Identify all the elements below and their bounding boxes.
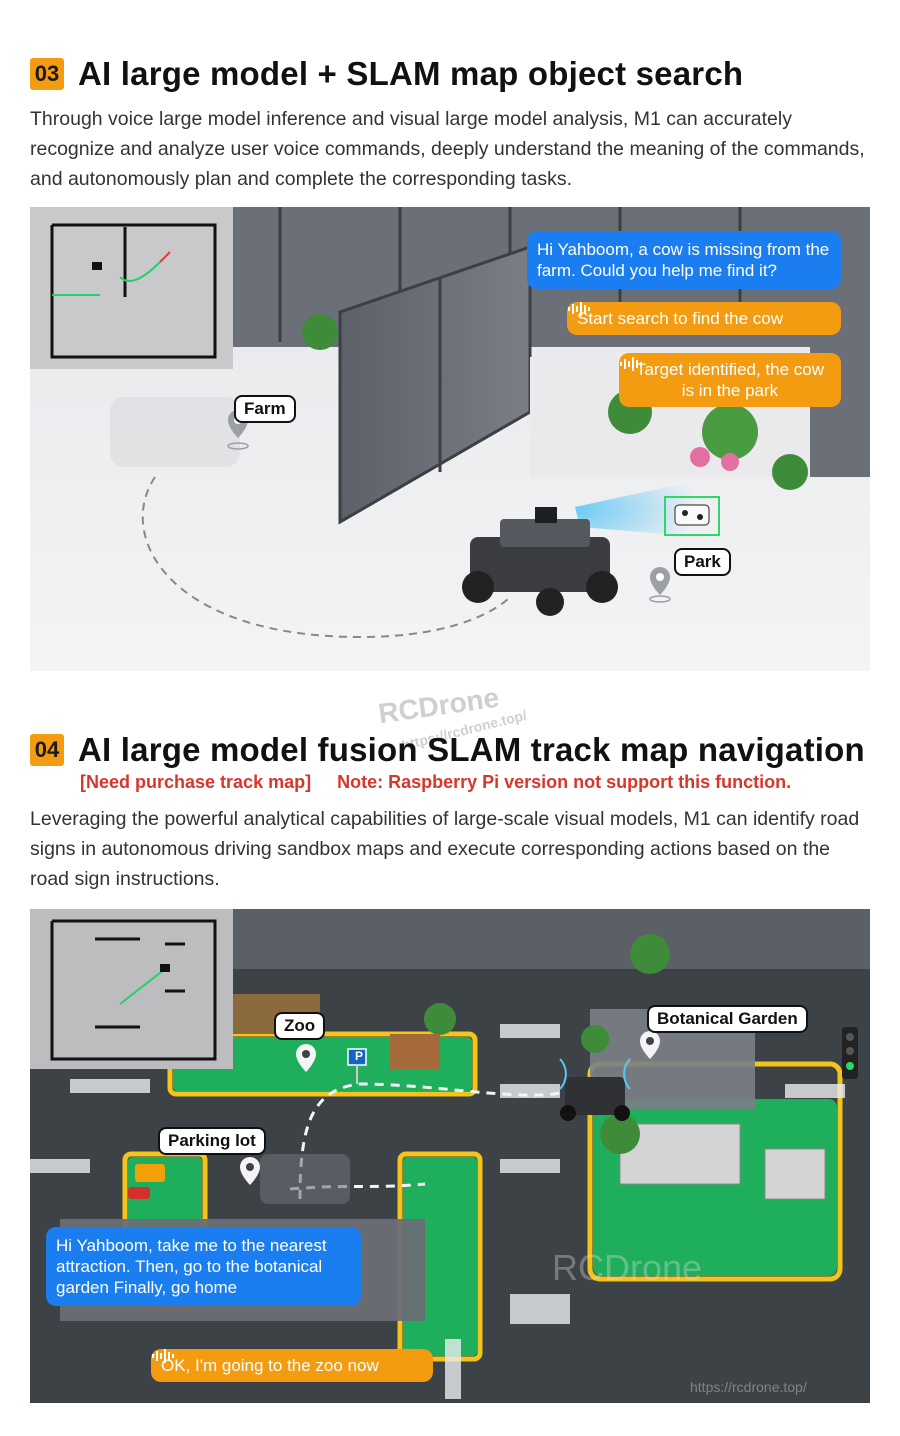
slam-map-inset xyxy=(30,207,233,369)
location-label-zoo: Zoo xyxy=(274,1012,326,1040)
track-map-illustration xyxy=(30,909,870,1403)
robot-reply-bubble: Start search to find the cow xyxy=(567,302,841,335)
note-purchase: [Need purchase track map] xyxy=(80,772,312,792)
location-label-parking-lot: Parking lot xyxy=(158,1127,266,1155)
section-title: AI large model + SLAM map object search xyxy=(78,55,744,92)
parking-sign-letter: P xyxy=(354,1049,363,1063)
robot-reply-text: OK, I'm going to the zoo now xyxy=(161,1356,379,1375)
robot-car xyxy=(462,507,618,616)
location-label-farm: Farm xyxy=(234,395,296,423)
watermark-brand: RCDrone xyxy=(552,1247,703,1288)
robot-reply-bubble: OK, I'm going to the zoo now xyxy=(151,1349,433,1382)
note-raspberry: Note: Raspberry Pi version not support t… xyxy=(337,772,792,792)
robot-car xyxy=(559,1058,631,1121)
location-pin-icon xyxy=(640,1031,660,1059)
sound-wave-icon xyxy=(620,357,642,371)
location-label-park: Park xyxy=(674,548,731,576)
section-description: Through voice large model inference and … xyxy=(30,108,865,190)
object-search-scene: Hi Yahboom, a cow is missing from the fa… xyxy=(30,207,870,671)
section-number-badge: 04 xyxy=(30,734,64,766)
section-3-header: 03 AI large model + SLAM map object sear… xyxy=(30,55,743,93)
user-voice-message: Hi Yahboom, a cow is missing from the fa… xyxy=(527,231,841,289)
sound-wave-icon xyxy=(152,1349,174,1363)
robot-reply-bubble: Target identified, the cow is in the par… xyxy=(619,353,841,407)
location-label-botanical-garden: Botanical Garden xyxy=(647,1005,808,1033)
watermark-url: https://rcdrone.top/ xyxy=(690,1379,807,1395)
user-voice-message: Hi Yahboom, take me to the nearest attra… xyxy=(46,1227,361,1306)
robot-reply-text: Start search to find the cow xyxy=(577,309,783,328)
section-description: Leveraging the powerful analytical capab… xyxy=(30,808,860,890)
purchase-note: [Need purchase track map] Note: Raspberry… xyxy=(80,772,791,793)
sound-wave-icon xyxy=(568,302,590,316)
location-pin-icon xyxy=(296,1044,316,1072)
location-pin-icon xyxy=(649,567,671,603)
location-pin-icon xyxy=(240,1157,260,1185)
track-navigation-scene: Zoo Botanical Garden Parking lot P Hi Ya… xyxy=(30,909,870,1403)
slam-map-inset xyxy=(30,909,233,1069)
section-number-badge: 03 xyxy=(30,58,64,90)
robot-reply-text: Target identified, the cow is in the par… xyxy=(635,360,825,400)
section-4-header: 04 AI large model fusion SLAM track map … xyxy=(30,731,865,769)
parking-sign xyxy=(347,1048,367,1084)
section-title: AI large model fusion SLAM track map nav… xyxy=(78,731,865,768)
